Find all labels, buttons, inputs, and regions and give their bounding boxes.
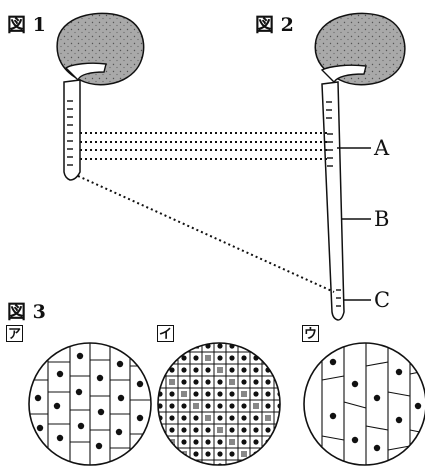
cell-nucleus — [169, 367, 174, 372]
cell-nucleus — [277, 451, 282, 456]
cell-nucleus — [265, 403, 270, 408]
cell-nucleus — [169, 355, 174, 360]
figure-1-label: 図 1 — [7, 10, 46, 37]
cell-nucleus — [169, 403, 174, 408]
region-label-c: C — [374, 288, 390, 312]
cell-nucleus — [229, 403, 234, 408]
cell-nucleus — [253, 391, 258, 396]
cell-nucleus — [217, 379, 222, 384]
cell-nucleus — [241, 355, 246, 360]
cell-nucleus — [217, 415, 222, 420]
cell-nucleus — [253, 439, 258, 444]
cell-nucleus — [265, 391, 270, 396]
cell-nucleus — [229, 367, 234, 372]
cell-nucleus — [181, 379, 186, 384]
cell-nucleus — [265, 343, 270, 348]
cell-nucleus — [253, 415, 258, 420]
cell-nucleus — [169, 343, 174, 348]
cell-nucleus — [169, 451, 174, 456]
fig2-root — [322, 82, 344, 320]
panel-a-cells — [29, 340, 152, 468]
panel-label-u: ウ — [302, 325, 319, 342]
cell-nucleus — [169, 391, 174, 396]
cell-nucleus — [205, 439, 210, 444]
cell-nucleus — [277, 463, 282, 468]
region-label-a: A — [374, 136, 389, 160]
cell-nucleus — [277, 355, 282, 360]
cell-nucleus — [241, 367, 246, 372]
cell-nucleus — [169, 427, 174, 432]
cell-nucleus — [193, 427, 198, 432]
figure-3-label: 図 3 — [7, 297, 46, 324]
cell-nucleus — [193, 391, 198, 396]
fig1-seed — [57, 13, 144, 84]
cell-nucleus — [217, 451, 222, 456]
panel-label-a: ア — [6, 325, 23, 342]
cell-nucleus — [265, 463, 270, 468]
cell-nucleus — [157, 343, 162, 348]
cell-nucleus — [181, 403, 186, 408]
cell-nucleus — [217, 343, 222, 348]
cell-nucleus — [193, 439, 198, 444]
cell-nucleus — [241, 415, 246, 420]
cell-nucleus — [265, 427, 270, 432]
cell-nucleus — [193, 379, 198, 384]
cell-nucleus — [205, 379, 210, 384]
cell-nucleus — [277, 343, 282, 348]
cell-nucleus — [205, 451, 210, 456]
cell-nucleus — [181, 415, 186, 420]
cell-nucleus — [181, 427, 186, 432]
fig1-seedling — [57, 13, 144, 180]
cell-nucleus — [193, 415, 198, 420]
panel-u-cells — [304, 340, 425, 468]
cell-nucleus — [193, 355, 198, 360]
cell-nucleus — [217, 439, 222, 444]
dotted-connectors — [78, 133, 334, 292]
cell-nucleus — [253, 367, 258, 372]
cell-nucleus — [217, 403, 222, 408]
fig2-seedling — [315, 13, 405, 320]
cell-nucleus — [181, 355, 186, 360]
cell-nucleus — [265, 451, 270, 456]
cell-nucleus — [277, 439, 282, 444]
cell-nucleus — [181, 439, 186, 444]
cell-nucleus — [241, 463, 246, 468]
cell-nucleus — [193, 451, 198, 456]
cell-nucleus — [241, 439, 246, 444]
region-label-b: B — [374, 207, 389, 231]
cell-nucleus — [229, 391, 234, 396]
cell-nucleus — [193, 367, 198, 372]
cell-nucleus — [241, 427, 246, 432]
cell-nucleus — [205, 403, 210, 408]
cell-nucleus — [205, 367, 210, 372]
cell-nucleus — [277, 379, 282, 384]
cell-nucleus — [181, 463, 186, 468]
cell-nucleus — [157, 439, 162, 444]
cell-nucleus — [157, 403, 162, 408]
cell-nucleus — [157, 451, 162, 456]
figure-2-label: 図 2 — [255, 10, 294, 37]
cell-nucleus — [229, 415, 234, 420]
cell-nucleus — [229, 355, 234, 360]
cell-nucleus — [253, 427, 258, 432]
cell-nucleus — [181, 367, 186, 372]
cell-nucleus — [241, 403, 246, 408]
cell-nucleus — [205, 427, 210, 432]
cell-nucleus — [181, 343, 186, 348]
cell-nucleus — [265, 379, 270, 384]
cell-nucleus — [229, 451, 234, 456]
cell-nucleus — [217, 391, 222, 396]
cell-nucleus — [253, 379, 258, 384]
cell-nucleus — [169, 463, 174, 468]
cell-nucleus — [217, 355, 222, 360]
cell-nucleus — [169, 415, 174, 420]
cell-nucleus — [241, 379, 246, 384]
cell-nucleus — [205, 391, 210, 396]
cell-nucleus — [157, 463, 162, 468]
panel-i-cells — [150, 340, 290, 468]
panel-label-i: イ — [157, 325, 174, 342]
cell-nucleus — [229, 427, 234, 432]
cell-nucleus — [157, 355, 162, 360]
